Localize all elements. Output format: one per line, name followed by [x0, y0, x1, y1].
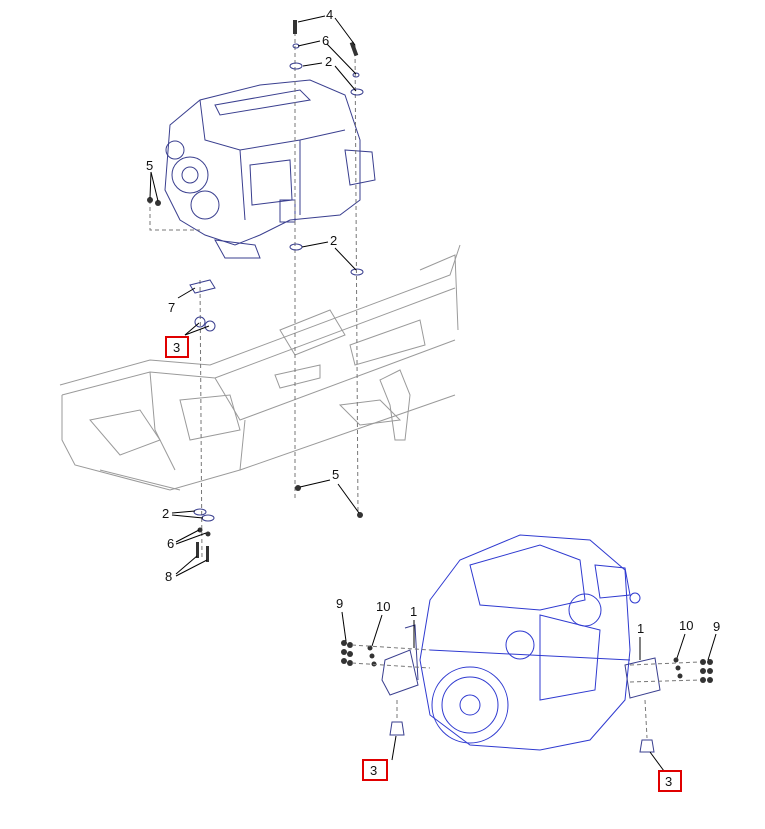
callout-5-top: 5 — [146, 158, 153, 173]
top-mount-hardware — [147, 20, 364, 562]
callout-2-middle: 2 — [330, 233, 337, 248]
engine-front-view — [419, 534, 641, 751]
chassis-frame — [59, 244, 461, 491]
highlight-box-3-left — [362, 759, 388, 781]
engine-top-view — [164, 79, 376, 259]
bottom-mount-hardware — [341, 624, 713, 753]
leader-lines — [149, 15, 717, 772]
callout-9-left: 9 — [336, 596, 343, 611]
callout-2-top: 2 — [325, 54, 332, 69]
highlight-box-3-right — [658, 770, 682, 792]
callout-10-right: 10 — [679, 618, 693, 633]
callout-3-left: 3 — [370, 763, 377, 778]
callout-6-lower: 6 — [167, 536, 174, 551]
callout-1-right: 1 — [637, 621, 644, 636]
callout-8: 8 — [165, 569, 172, 584]
callout-6-top: 6 — [322, 33, 329, 48]
callout-3-right: 3 — [665, 774, 672, 789]
callout-labels: 4 6 2 5 2 7 3 5 2 6 8 9 10 1 3 1 10 9 3 — [146, 7, 720, 792]
callout-7: 7 — [168, 300, 175, 315]
callout-5-middle: 5 — [332, 467, 339, 482]
callout-4-top: 4 — [326, 7, 333, 22]
highlight-box-3-top — [165, 336, 189, 358]
callout-3-top: 3 — [173, 340, 180, 355]
callout-9-right: 9 — [713, 619, 720, 634]
callout-1-left: 1 — [410, 604, 417, 619]
callout-10-left: 10 — [376, 599, 390, 614]
callout-2-lower: 2 — [162, 506, 169, 521]
